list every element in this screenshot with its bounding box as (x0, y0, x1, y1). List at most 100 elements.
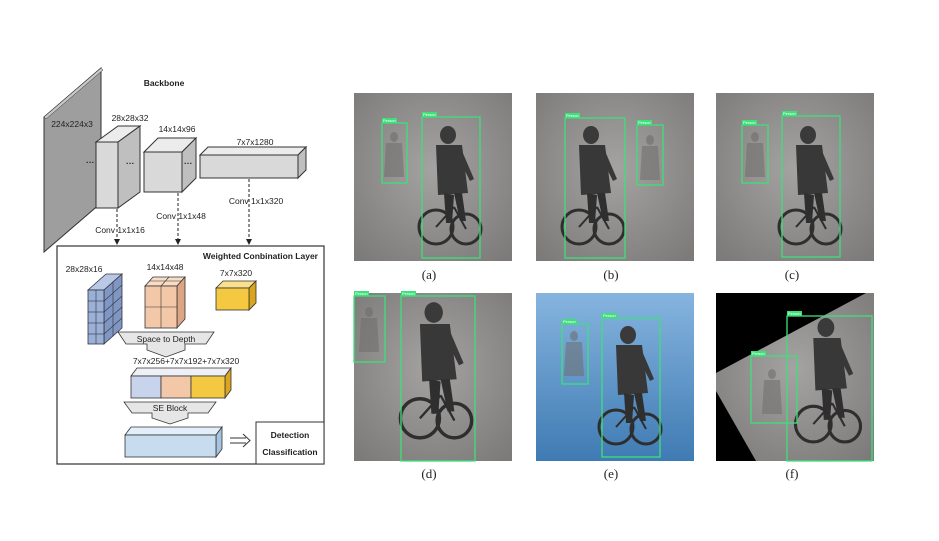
classification-label: Classification (262, 447, 317, 457)
example-panel: Person Person (d) (353, 291, 512, 481)
conv3-label: Conv 1x1x320 (229, 196, 284, 206)
panel-background (354, 93, 512, 261)
panel-caption: (f) (786, 466, 799, 481)
box-tag (751, 351, 766, 356)
ellipsis-3: ··· (184, 158, 193, 168)
concat-orange (160, 375, 192, 399)
faint-person-head (570, 331, 578, 341)
weighted-combination-layer: Weighted Conbination Layer 28x28x16 14x1… (56, 245, 325, 465)
mid-block (144, 275, 186, 330)
input-label: 224x224x3 (51, 119, 93, 129)
faint-person-body (564, 342, 584, 376)
conv2-label: Conv 1x1x48 (156, 211, 206, 221)
box-tag-label: Person (383, 118, 396, 123)
faint-person-head (646, 135, 654, 145)
box-tag (602, 313, 617, 318)
conv1-label: Conv 1x1x16 (95, 225, 145, 235)
panel-caption: (b) (603, 267, 618, 282)
se-label: SE Block (153, 403, 188, 413)
faint-person-head (390, 132, 398, 142)
cyclist-figure (777, 126, 843, 246)
cyclist-figure (793, 318, 863, 444)
box-tag-label: Person (402, 291, 415, 296)
space-to-depth-arrow: Space to Depth (117, 331, 215, 358)
box-tag-label: Person (355, 291, 368, 296)
box-tag (787, 311, 802, 316)
bounding-box (564, 117, 626, 259)
bounding-box (750, 355, 798, 424)
faint-person-head (751, 132, 759, 142)
grid-block (86, 273, 124, 345)
s2d-label: Space to Depth (137, 334, 196, 344)
bounding-box (421, 116, 481, 259)
faint-person-body (384, 143, 404, 177)
wcl-title: Weighted Conbination Layer (203, 251, 319, 261)
box-tag-label: Person (423, 112, 436, 117)
panel-caption: (c) (785, 267, 799, 282)
panel-caption: (d) (421, 466, 436, 481)
detection-classification-box (255, 421, 325, 465)
box-tag-label: Person (638, 120, 651, 125)
box-tag (637, 120, 652, 125)
mid-label: 14x14x48 (147, 262, 184, 272)
box-tag (382, 118, 397, 123)
stage1-block: 28x28x32 (94, 113, 149, 209)
concat-yellow (190, 375, 226, 399)
bounding-box (353, 295, 386, 363)
detection-label: Detection (271, 430, 310, 440)
faint-person-body (745, 143, 765, 177)
box-tag (742, 120, 757, 125)
box-tag-label: Person (563, 319, 576, 324)
concat-blue (130, 375, 162, 399)
small-label: 7x7x320 (220, 268, 252, 278)
bounding-box (601, 317, 661, 458)
architecture-diagram: Backbone 224x224x3 ··· 28x28x32 ··· 14x1… (43, 66, 325, 465)
faint-person-body (359, 318, 379, 352)
cyclist-figure (417, 126, 483, 246)
box-tag-label: Person (788, 311, 801, 316)
stage2-label: 14x14x96 (159, 124, 196, 134)
bounding-box (400, 295, 476, 462)
box-tag (354, 291, 369, 296)
cyclist-figure (560, 126, 626, 246)
output-block (124, 425, 223, 459)
faint-person-head (365, 307, 373, 317)
box-tag (565, 113, 580, 118)
box-tag (401, 291, 416, 296)
faint-person-head (768, 369, 776, 379)
bounding-box (781, 115, 841, 258)
detection-examples: PersonPerson(a)PersonPerson(b)PersonPers… (353, 93, 874, 481)
box-tag-label: Person (603, 313, 616, 318)
box-tag-label: Person (783, 111, 796, 116)
panel-caption: (a) (422, 267, 436, 282)
box-tag-label: Person (752, 351, 765, 356)
concat-blocks (130, 366, 232, 400)
box-tag-label: Person (566, 113, 579, 118)
grid-label: 28x28x16 (66, 264, 103, 274)
backbone-title: Backbone (144, 78, 185, 88)
output-arrow (230, 433, 251, 448)
stage1-label: 28x28x32 (112, 113, 149, 123)
rotated-photo (716, 293, 874, 461)
ellipsis-1: ··· (86, 157, 95, 167)
stage3-label: 7x7x1280 (237, 137, 274, 147)
box-tag-label: Person (743, 120, 756, 125)
box-tag (782, 111, 797, 116)
se-block-arrow: SE Block (123, 401, 217, 425)
box-tag (562, 319, 577, 324)
faint-person-body (640, 146, 660, 180)
cyclist-figure (398, 302, 474, 440)
faint-person-body (762, 380, 782, 414)
small-block (215, 280, 257, 311)
bounding-box (786, 315, 873, 462)
stage3-block: 7x7x1280 (198, 137, 308, 180)
panel-background (716, 93, 874, 261)
stage2-block: 14x14x96 (142, 124, 198, 194)
box-tag (422, 112, 437, 117)
